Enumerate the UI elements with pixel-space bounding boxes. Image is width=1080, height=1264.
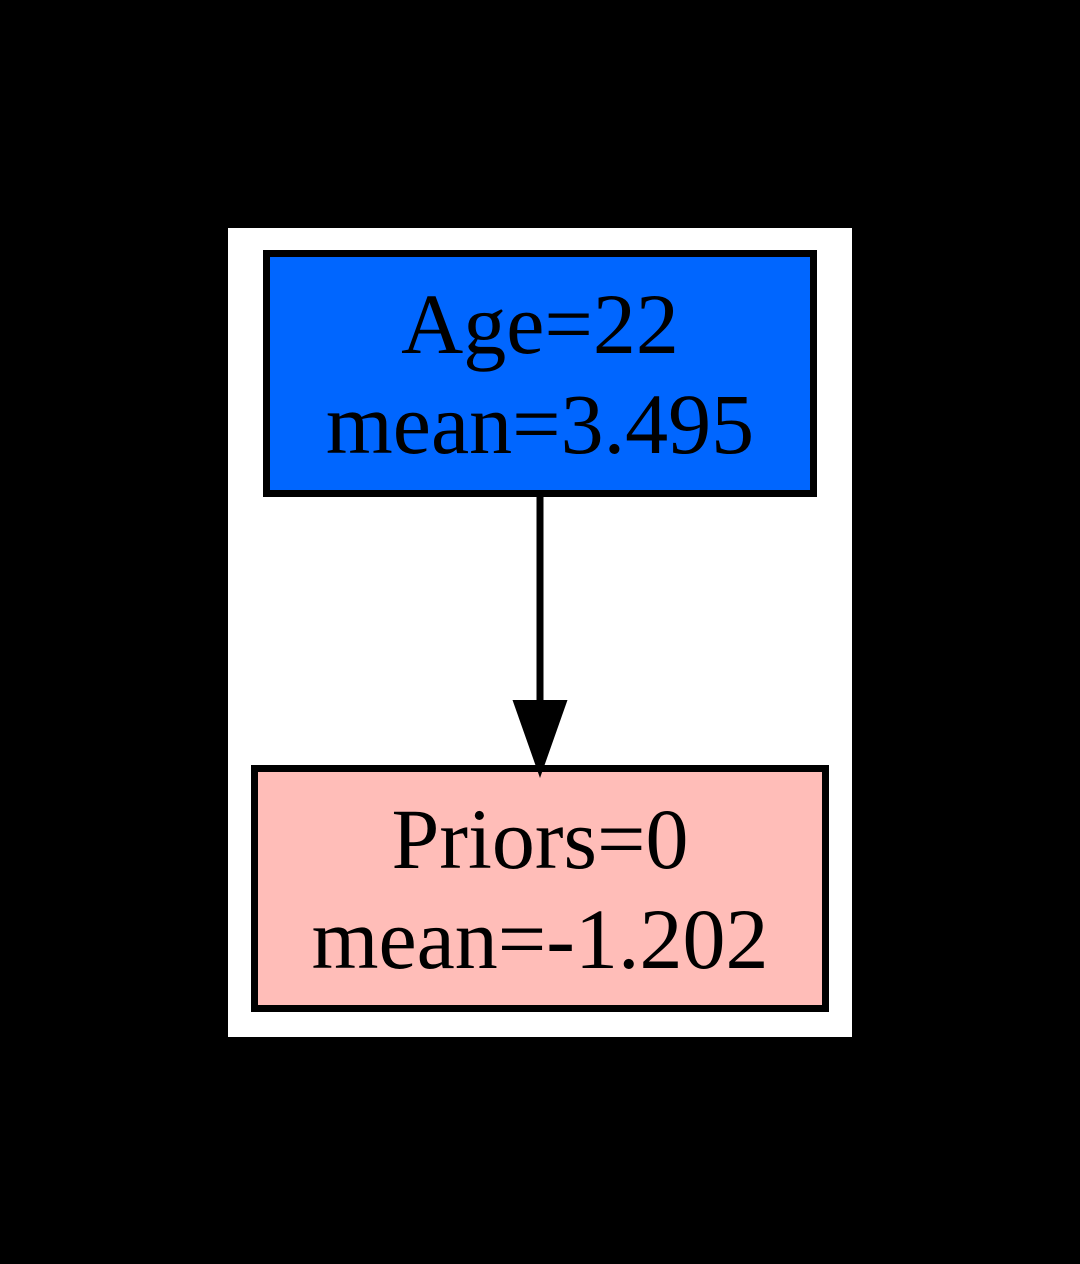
diagram-surface: Age=22 mean=3.495 Priors=0 mean=-1.202: [228, 228, 852, 1037]
node-age-label-line2: mean=3.495: [325, 375, 755, 472]
node-priors-label-line2: mean=-1.202: [311, 890, 769, 987]
node-priors-label-line1: Priors=0: [391, 790, 689, 887]
node-priors: Priors=0 mean=-1.202: [251, 765, 829, 1012]
node-age: Age=22 mean=3.495: [263, 250, 817, 497]
node-age-label-line1: Age=22: [401, 275, 679, 372]
